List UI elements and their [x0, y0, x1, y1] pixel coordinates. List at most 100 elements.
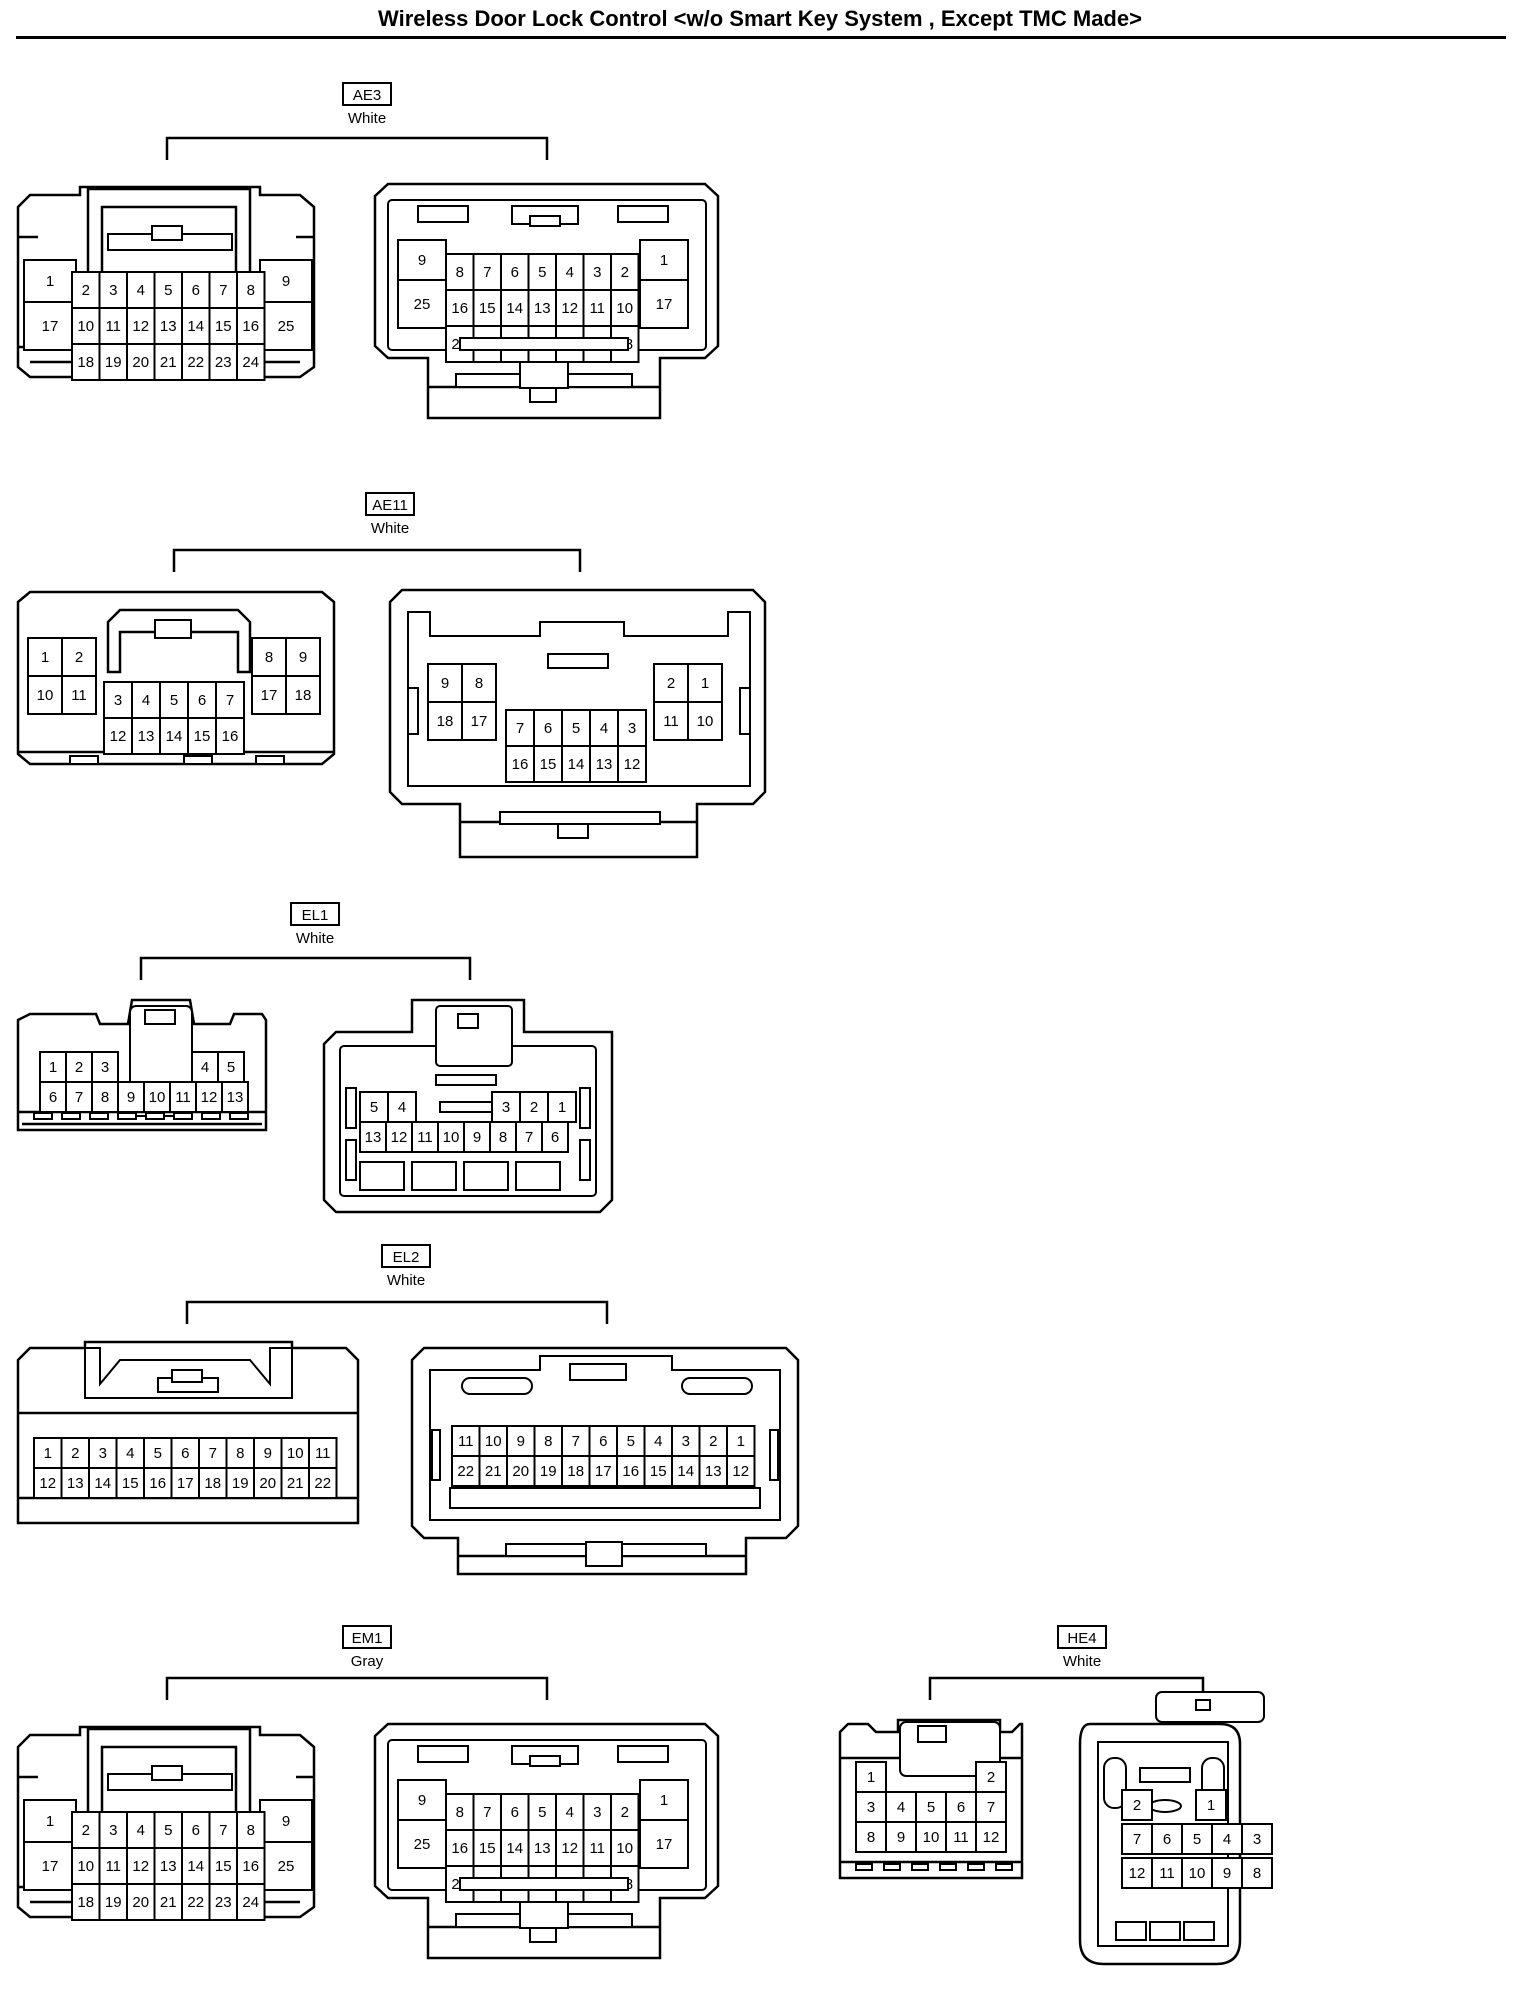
latch-tab	[529, 1755, 561, 1767]
pin-number: 1	[44, 1445, 52, 1462]
foot	[255, 755, 285, 765]
pin-number: 9	[418, 252, 426, 269]
pin-cell	[103, 717, 133, 755]
pin-number: 12	[132, 1858, 149, 1875]
pin-cell	[215, 717, 245, 755]
pin-cell	[975, 1761, 1007, 1793]
pin-cell	[561, 709, 591, 747]
pin-number: 3	[109, 1822, 117, 1839]
pin-cell	[547, 1091, 577, 1123]
pin-number: 19	[232, 1475, 249, 1492]
pin-number: 19	[540, 1463, 557, 1480]
pin-cell	[561, 1455, 591, 1487]
pin-number: 2	[709, 1433, 717, 1450]
pin-number: 1	[558, 1099, 566, 1116]
pin-number: 5	[164, 282, 172, 299]
guide-rib	[417, 1745, 469, 1763]
pin-cell	[23, 1841, 77, 1891]
foot	[61, 1112, 81, 1120]
pin-number: 25	[414, 1836, 431, 1853]
connector-EM1-harness-side: 9251178765432161514131211102423222120191…	[373, 1722, 720, 1960]
pin-number: 16	[222, 728, 239, 745]
pin-number: 10	[443, 1129, 460, 1146]
pin-number: 5	[927, 1799, 935, 1816]
lock-frame	[435, 1005, 513, 1067]
pin-number: 11	[71, 687, 87, 704]
pin-number: 4	[600, 720, 608, 737]
pin-cell	[491, 1091, 521, 1123]
pin-number: 6	[511, 264, 519, 281]
pin-number: 3	[101, 1059, 109, 1076]
pin-cell	[945, 1791, 977, 1823]
foot	[883, 1863, 901, 1871]
pin-cell	[181, 343, 211, 381]
connector-color: White	[387, 1272, 425, 1289]
pin-number: 9	[264, 1445, 272, 1462]
pin-cell	[515, 1121, 543, 1153]
pin-number: 1	[49, 1059, 57, 1076]
pin-number: 6	[192, 282, 200, 299]
pin-number: 8	[544, 1433, 552, 1450]
title-underline	[16, 36, 1506, 39]
connector-id: AE3	[353, 87, 381, 104]
pin-cell	[98, 1847, 128, 1885]
pin-cell	[91, 1081, 119, 1113]
pin-cell	[527, 1829, 557, 1867]
pin-cell	[617, 709, 647, 747]
pin-number: 3	[593, 1804, 601, 1821]
pin-cell	[198, 1467, 228, 1499]
pin-number: 8	[101, 1089, 109, 1106]
pin-number: 4	[897, 1799, 905, 1816]
pin-cell	[115, 1467, 145, 1499]
pin-number: 3	[682, 1433, 690, 1450]
pin-number: 9	[897, 1829, 905, 1846]
connector-color: White	[296, 930, 334, 947]
pin-number: 9	[282, 273, 290, 290]
pin-cell	[221, 1081, 249, 1113]
pin-number: 1	[41, 649, 49, 666]
pin-number: 13	[705, 1463, 722, 1480]
pin-number: 16	[622, 1463, 639, 1480]
pin-number: 10	[923, 1829, 940, 1846]
pin-cell	[451, 1425, 481, 1457]
pin-number: 14	[187, 318, 204, 335]
latch-slot	[547, 653, 609, 669]
pin-number: 20	[132, 354, 149, 371]
pin-cell	[427, 701, 463, 741]
pin-number: 24	[242, 1894, 259, 1911]
pin-number: 3	[99, 1445, 107, 1462]
pin-number: 5	[227, 1059, 235, 1076]
pin-cell	[589, 745, 619, 783]
foot	[173, 1112, 193, 1120]
pin-number: 10	[485, 1433, 502, 1450]
pin-cell	[643, 1455, 673, 1487]
pin-number: 13	[138, 728, 155, 745]
pin-number: 7	[219, 1822, 227, 1839]
pin-number: 18	[295, 687, 312, 704]
pin-number: 7	[572, 1433, 580, 1450]
pin-number: 8	[867, 1829, 875, 1846]
latch-tab	[171, 1369, 203, 1383]
pin-number: 9	[517, 1433, 525, 1450]
pin-number: 10	[1189, 1865, 1206, 1882]
pin-cell	[91, 1051, 119, 1083]
pin-number: 6	[551, 1129, 559, 1146]
pin-number: 13	[365, 1129, 382, 1146]
pin-number: 8	[475, 675, 483, 692]
pin-number: 21	[485, 1463, 502, 1480]
pin-number: 14	[166, 728, 183, 745]
pin-number: 4	[398, 1099, 406, 1116]
pin-cell	[489, 1121, 517, 1153]
pin-number: 4	[126, 1445, 134, 1462]
pin-cell	[126, 1811, 156, 1849]
pin-number: 10	[616, 300, 633, 317]
connector-id-box	[1057, 1625, 1107, 1649]
latch-tab	[917, 1725, 947, 1743]
connector-id-box	[290, 902, 340, 926]
